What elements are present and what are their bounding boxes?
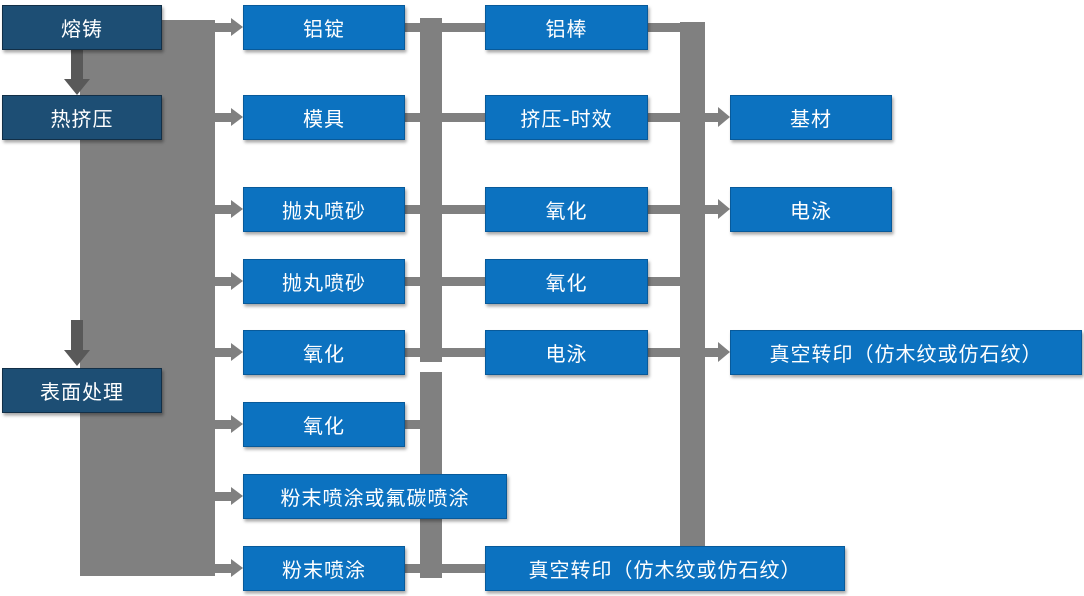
stub-aluminum-rod-in: [442, 23, 485, 32]
node-oxidation-3: 氧化: [485, 187, 648, 232]
connector-to-powder-coating: [215, 564, 232, 573]
node-powder-or-fluorocarbon-coating: 粉末喷涂或氟碳喷涂: [243, 474, 507, 519]
arrowhead-oxidation-1-icon: [231, 343, 243, 361]
arrowhead-down-hot-extrusion-icon: [64, 79, 90, 95]
connector-to-oxidation-1: [215, 348, 232, 357]
node-extrusion-aging: 挤压-时效: [485, 95, 648, 140]
node-substrate: 基材: [730, 95, 892, 140]
stub-oxidation-4-in: [442, 277, 485, 286]
arrowhead-substrate-icon: [718, 107, 730, 127]
connector-to-oxidation-2: [215, 420, 232, 429]
arrowhead-oxidation-2-icon: [231, 415, 243, 433]
arrowhead-aluminum-ingot-icon: [231, 18, 243, 36]
node-melting-casting: 熔铸: [2, 5, 162, 50]
node-oxidation-4: 氧化: [485, 259, 648, 304]
node-shot-blasting-2: 抛丸喷砂: [243, 259, 405, 304]
node-powder-coating: 粉末喷涂: [243, 546, 405, 591]
stub-electrophoresis-1-in: [442, 348, 485, 357]
connector-to-vacuum-transfer-2: [705, 348, 718, 357]
connector-to-powder-or-fluorocarbon: [215, 492, 232, 501]
node-mold: 模具: [243, 95, 405, 140]
stub-aluminum-ingot-out: [405, 23, 420, 32]
arrowhead-shot-blasting-1-icon: [231, 200, 243, 218]
stub-mold-out: [405, 113, 420, 122]
connector-to-shot-blasting-2: [215, 277, 232, 286]
arrowhead-powder-coating-icon: [231, 559, 243, 577]
node-electrophoresis-1: 电泳: [485, 330, 648, 375]
arrowhead-shot-blasting-2-icon: [231, 272, 243, 290]
node-vacuum-transfer-1: 真空转印（仿木纹或仿石纹）: [485, 546, 845, 591]
node-electrophoresis-2: 电泳: [730, 187, 892, 232]
stub-oxidation-1-out: [405, 348, 420, 357]
node-vacuum-transfer-2: 真空转印（仿木纹或仿石纹）: [730, 330, 1082, 375]
stub-electrophoresis-1-out: [648, 348, 680, 357]
connector-to-surface-treatment: [71, 320, 83, 350]
arrowhead-powder-or-fluorocarbon-icon: [231, 487, 243, 505]
connector-middle-bus-upper: [420, 18, 442, 362]
stub-oxidation-2-out: [405, 420, 420, 429]
node-oxidation-2: 氧化: [243, 402, 405, 447]
stub-extrusion-aging-in: [442, 113, 485, 122]
stub-shot-blasting-2-out: [405, 277, 420, 286]
connector-to-aluminum-ingot: [215, 23, 232, 32]
node-oxidation-1: 氧化: [243, 330, 405, 375]
connector-to-substrate: [705, 113, 718, 122]
stub-extrusion-aging-out: [648, 113, 680, 122]
connector-right-bus: [680, 22, 705, 562]
stub-oxidation-3-in: [442, 205, 485, 214]
stub-vacuum-transfer-1-in: [442, 564, 485, 573]
arrowhead-vacuum-transfer-2-icon: [718, 342, 730, 362]
node-aluminum-ingot: 铝锭: [243, 5, 405, 50]
connector-to-electrophoresis-2: [705, 205, 718, 214]
stub-oxidation-3-out: [648, 205, 680, 214]
node-hot-extrusion: 热挤压: [2, 95, 162, 140]
arrowhead-mold-icon: [231, 108, 243, 126]
arrowhead-down-surface-treatment-icon: [64, 350, 90, 366]
node-surface-treatment: 表面处理: [2, 368, 162, 413]
stub-powder-coating-out: [405, 564, 420, 573]
stub-oxidation-4-out: [648, 277, 680, 286]
node-shot-blasting-1: 抛丸喷砂: [243, 187, 405, 232]
arrowhead-electrophoresis-2-icon: [718, 199, 730, 219]
connector-to-mold: [215, 113, 232, 122]
node-aluminum-rod: 铝棒: [485, 5, 648, 50]
connector-to-shot-blasting-1: [215, 205, 232, 214]
stub-aluminum-rod-out: [648, 23, 680, 32]
stub-shot-blasting-1-out: [405, 205, 420, 214]
connector-melting-to-hot-extrusion: [71, 50, 83, 79]
